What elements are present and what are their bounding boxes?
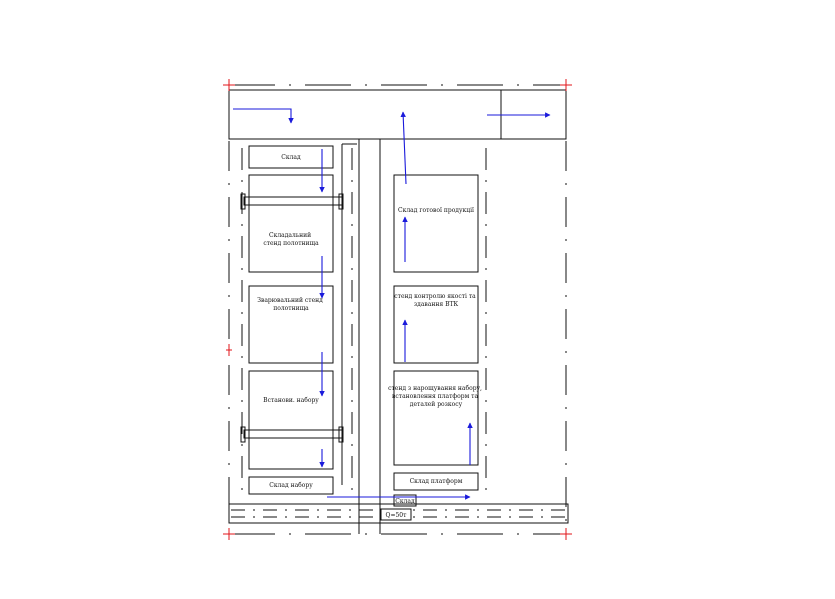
svg-text:стенд контролю якості та: стенд контролю якості та здавання ВТК	[394, 293, 477, 308]
crane-capacity-label: Q=50т	[386, 512, 408, 519]
storage-label: Склад	[281, 154, 301, 161]
gantry-crane-lower	[240, 426, 344, 443]
station-platform-stand: стенд з нарощування набору, встановлення…	[388, 370, 484, 466]
axis-marks	[223, 79, 572, 540]
material-flow	[233, 108, 551, 500]
svg-text:Складальний стенд полотн: Складальний стенд полотнища	[263, 232, 319, 247]
station-storage: Склад	[248, 145, 334, 169]
platform-stand-label-1: стенд з нарощування набору,	[388, 385, 482, 392]
central-aisle	[341, 139, 381, 534]
station-bottom-storage: Склад	[393, 494, 417, 507]
station-quality-stand: стенд контролю якості та здавання ВТК	[393, 285, 479, 364]
finished-storage-label: Склад готової продукції	[398, 207, 474, 214]
assembly-stand-label-2: стенд полотнища	[263, 240, 319, 247]
welding-stand-label-1: Зварювальний стенд	[257, 297, 323, 304]
gantry-crane-upper	[240, 193, 344, 210]
platform-storage-label: Склад платформ	[410, 478, 463, 485]
set-installation-label: Встанови. набору	[263, 397, 319, 404]
set-storage-label: Склад набору	[269, 482, 313, 489]
station-platform-storage: Склад платформ	[393, 472, 479, 491]
svg-text:стенд з нарощування набору,: стенд з нарощування набору, встановлення…	[388, 385, 484, 408]
station-set-installation: Встанови. набору	[248, 370, 334, 470]
svg-text:Зварювальний стенд полот: Зварювальний стенд полотнища	[257, 297, 325, 312]
welding-stand-label-2: полотнища	[273, 305, 309, 312]
flow-arrow	[233, 108, 294, 124]
station-assembly-stand: Складальний стенд полотнища	[248, 174, 334, 273]
quality-stand-label-2: здавання ВТК	[414, 301, 459, 308]
station-finished-storage: Склад готової продукції	[393, 174, 479, 273]
platform-stand-label-3: деталей розкосу	[410, 401, 463, 408]
column-lines	[241, 148, 487, 495]
station-welding-stand: Зварювальний стенд полотнища	[248, 285, 334, 364]
crane-capacity-box: Q=50т	[380, 508, 412, 521]
flow-arrow	[400, 111, 407, 185]
bottom-storage-label: Склад	[395, 498, 415, 505]
platform-stand-label-2: встановлення платформ та	[392, 393, 478, 400]
assembly-stand-label-1: Складальний	[269, 232, 311, 239]
station-set-storage: Склад набору	[248, 476, 334, 495]
building-outline	[228, 84, 567, 535]
quality-stand-label-1: стенд контролю якості та	[394, 293, 476, 300]
